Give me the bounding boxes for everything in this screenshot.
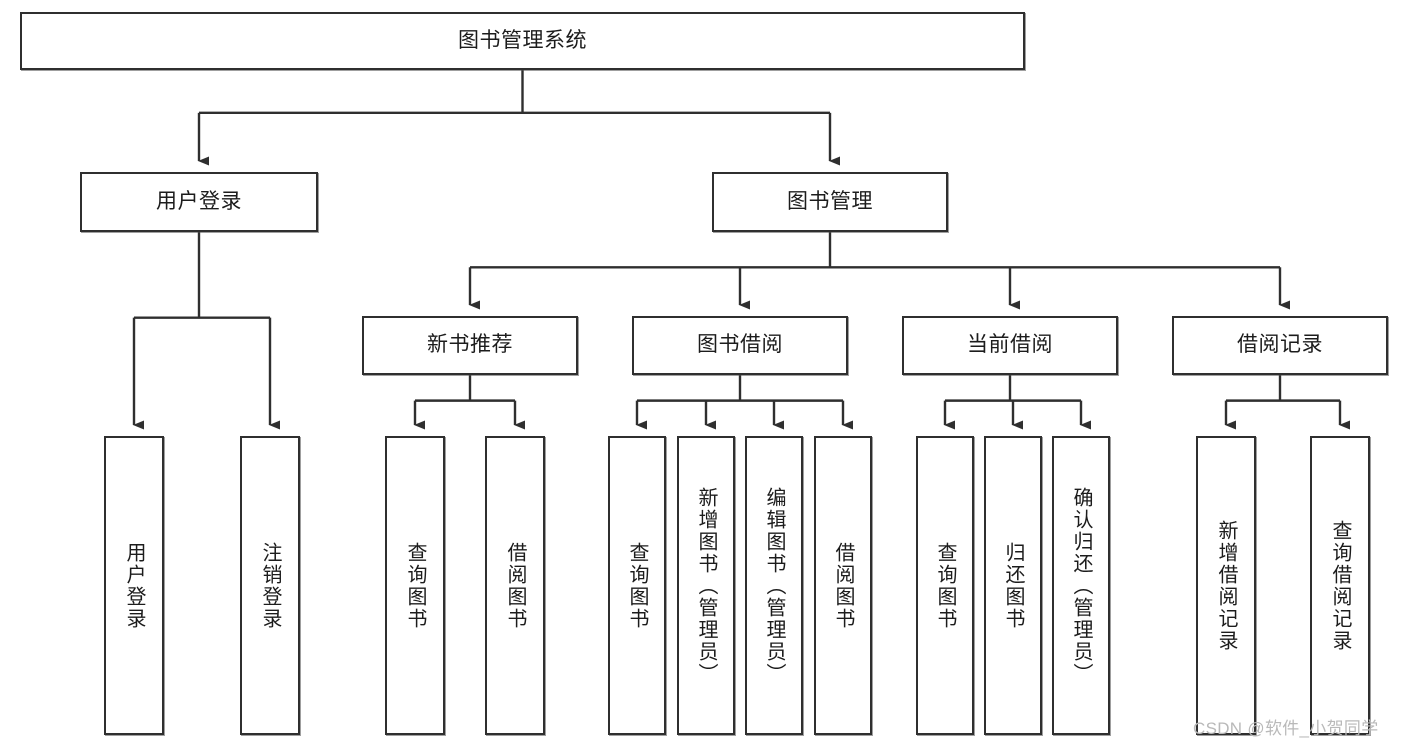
csdn-watermark: CSDN @软件_小贺同学 — [1193, 719, 1379, 738]
node-user-login[interactable]: 用户登录 — [80, 172, 318, 232]
node-leaf-borrow-book-1[interactable]: 借阅图书 — [485, 436, 545, 735]
node-label: 图书借阅 — [697, 333, 783, 357]
node-leaf-add-borrow-record[interactable]: 新增借阅记录 — [1196, 436, 1256, 735]
node-label: 借阅图书 — [504, 541, 526, 630]
node-label: 新增图书（管理员） — [695, 486, 717, 685]
node-leaf-query-book-2[interactable]: 查询图书 — [608, 436, 666, 735]
node-label: 归还图书 — [1002, 541, 1024, 630]
node-leaf-borrow-book-2[interactable]: 借阅图书 — [814, 436, 872, 735]
node-leaf-edit-book[interactable]: 编辑图书（管理员） — [745, 436, 803, 735]
node-leaf-add-book[interactable]: 新增图书（管理员） — [677, 436, 735, 735]
node-label: 编辑图书（管理员） — [763, 486, 785, 685]
node-label: 注销登录 — [259, 541, 281, 630]
node-book-borrow[interactable]: 图书借阅 — [632, 316, 848, 375]
node-label: 新增借阅记录 — [1215, 519, 1237, 652]
node-label: 确认归还（管理员） — [1070, 486, 1092, 685]
node-root[interactable]: 图书管理系统 — [20, 12, 1025, 70]
node-label: 用户登录 — [156, 189, 242, 213]
node-new-book-recommend[interactable]: 新书推荐 — [362, 316, 578, 375]
node-label: 查询图书 — [404, 541, 426, 630]
node-current-borrow[interactable]: 当前借阅 — [902, 316, 1118, 375]
node-leaf-query-borrow-record[interactable]: 查询借阅记录 — [1310, 436, 1370, 735]
node-leaf-query-book-1[interactable]: 查询图书 — [385, 436, 445, 735]
node-label: 查询图书 — [934, 541, 956, 630]
node-leaf-user-login[interactable]: 用户登录 — [104, 436, 164, 735]
node-label: 新书推荐 — [427, 333, 513, 357]
node-label: 借阅图书 — [832, 541, 854, 630]
node-label: 图书管理系统 — [458, 28, 587, 52]
node-label: 借阅记录 — [1237, 333, 1323, 357]
node-label: 当前借阅 — [967, 333, 1053, 357]
node-book-manage[interactable]: 图书管理 — [712, 172, 948, 232]
node-leaf-confirm-return[interactable]: 确认归还（管理员） — [1052, 436, 1110, 735]
node-leaf-return-book[interactable]: 归还图书 — [984, 436, 1042, 735]
node-label: 查询图书 — [626, 541, 648, 630]
node-label: 用户登录 — [123, 541, 145, 630]
node-borrow-record[interactable]: 借阅记录 — [1172, 316, 1388, 375]
node-leaf-user-logout[interactable]: 注销登录 — [240, 436, 300, 735]
node-leaf-query-book-3[interactable]: 查询图书 — [916, 436, 974, 735]
node-label: 图书管理 — [787, 189, 873, 213]
node-label: 查询借阅记录 — [1329, 519, 1351, 652]
